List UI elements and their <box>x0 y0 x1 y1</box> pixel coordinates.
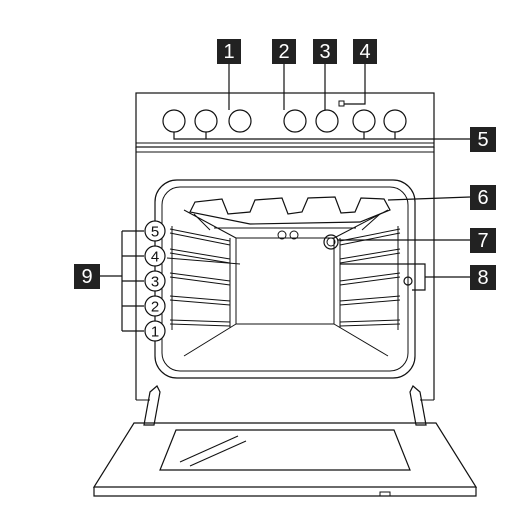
shelf-level-label: 3 <box>151 274 159 291</box>
shelf-rail-left-2 <box>169 295 231 306</box>
oven-cavity-outer <box>154 179 416 379</box>
oven-cavity-inner <box>161 186 409 372</box>
callout-7: 7 <box>470 228 496 253</box>
oven-door <box>92 385 478 497</box>
oven-lamp-inner <box>326 237 336 247</box>
shelf-rail-left-1 <box>169 319 231 327</box>
shelf-supports-right <box>339 226 413 330</box>
control-knob <box>228 109 252 133</box>
leader-line-9 <box>100 230 144 332</box>
leader-line-8 <box>340 263 470 291</box>
callout-5: 5 <box>470 127 496 152</box>
leader-line-4 <box>344 64 366 105</box>
back-fixtures <box>277 230 339 250</box>
control-panel-frame <box>135 92 435 148</box>
callout-2: 2 <box>272 39 296 64</box>
shelf-rail-right-2 <box>339 295 401 306</box>
callout-2-label: 2 <box>278 41 289 63</box>
shelf-supports-left <box>169 226 231 330</box>
shelf-rail-left-5 <box>169 228 231 246</box>
top-heating-element <box>189 196 391 231</box>
door-latch <box>379 491 391 497</box>
control-knob <box>194 109 218 133</box>
fan-screw <box>289 230 299 240</box>
oven-lamp <box>323 234 339 250</box>
door-window <box>159 429 411 471</box>
callout-9-label: 9 <box>81 266 92 288</box>
control-knob <box>283 109 307 133</box>
heating-element-coil <box>189 196 391 225</box>
glass-reflection <box>189 440 247 467</box>
shelf-level-label: 5 <box>151 224 159 241</box>
shelf-level-marker: 1 <box>144 320 166 342</box>
callout-1: 1 <box>217 39 241 64</box>
cavity-perspective-line <box>183 323 237 357</box>
callout-8: 8 <box>470 265 496 290</box>
door-panel <box>92 422 478 488</box>
control-knob <box>352 109 376 133</box>
callout-7-label: 7 <box>477 230 488 252</box>
shelf-level-marker: 5 <box>144 220 166 242</box>
callout-6-label: 6 <box>477 187 488 209</box>
door-hinge-left <box>143 385 161 426</box>
door-edge <box>93 487 477 497</box>
callouts: 1 2 3 4 5 6 7 8 <box>74 39 496 290</box>
leader-line-9-shelf <box>166 257 241 265</box>
shelf-rail-left-3 <box>169 272 231 286</box>
callout-4: 4 <box>353 39 377 64</box>
cavity-perspective-line <box>183 209 237 239</box>
callout-3-label: 3 <box>319 41 330 63</box>
shelf-level-marker: 2 <box>144 295 166 317</box>
callout-6: 6 <box>470 185 496 210</box>
control-knob <box>383 109 407 133</box>
leader-lines <box>100 64 471 332</box>
core-probe-socket <box>403 276 413 286</box>
shelf-level-marker: 4 <box>144 245 166 267</box>
oven-body <box>135 147 435 400</box>
cavity-perspective-line <box>333 323 389 357</box>
shelf-rail-right-5 <box>339 228 401 246</box>
fan-screw <box>277 230 287 240</box>
shelf-level-label: 4 <box>151 249 159 266</box>
shelf-rail-right-4 <box>339 248 401 264</box>
shelf-rail-right-3 <box>339 272 401 286</box>
glass-reflection <box>179 435 239 463</box>
control-knob <box>162 109 186 133</box>
callout-9: 9 <box>74 264 100 289</box>
leader-line-5 <box>173 132 470 140</box>
leader-line-6 <box>387 196 471 201</box>
callout-1-label: 1 <box>223 41 234 63</box>
callout-5-label: 5 <box>477 129 488 151</box>
shelf-level-label: 2 <box>151 299 159 316</box>
shelf-level-markers: 5 4 3 2 1 <box>144 220 166 342</box>
door-hinge-right <box>409 385 427 426</box>
heating-element-support <box>193 213 381 231</box>
shelf-rail-right-1 <box>339 319 401 327</box>
indicator-lamp <box>338 100 345 107</box>
callout-8-label: 8 <box>477 267 488 289</box>
control-knob <box>315 109 339 133</box>
shelf-level-marker: 3 <box>144 270 166 292</box>
shelf-rail-left-4 <box>169 248 231 264</box>
shelf-level-label: 1 <box>151 324 159 341</box>
callout-4-label: 4 <box>359 41 370 63</box>
callout-3: 3 <box>313 39 337 64</box>
oven-back-wall <box>235 237 335 325</box>
